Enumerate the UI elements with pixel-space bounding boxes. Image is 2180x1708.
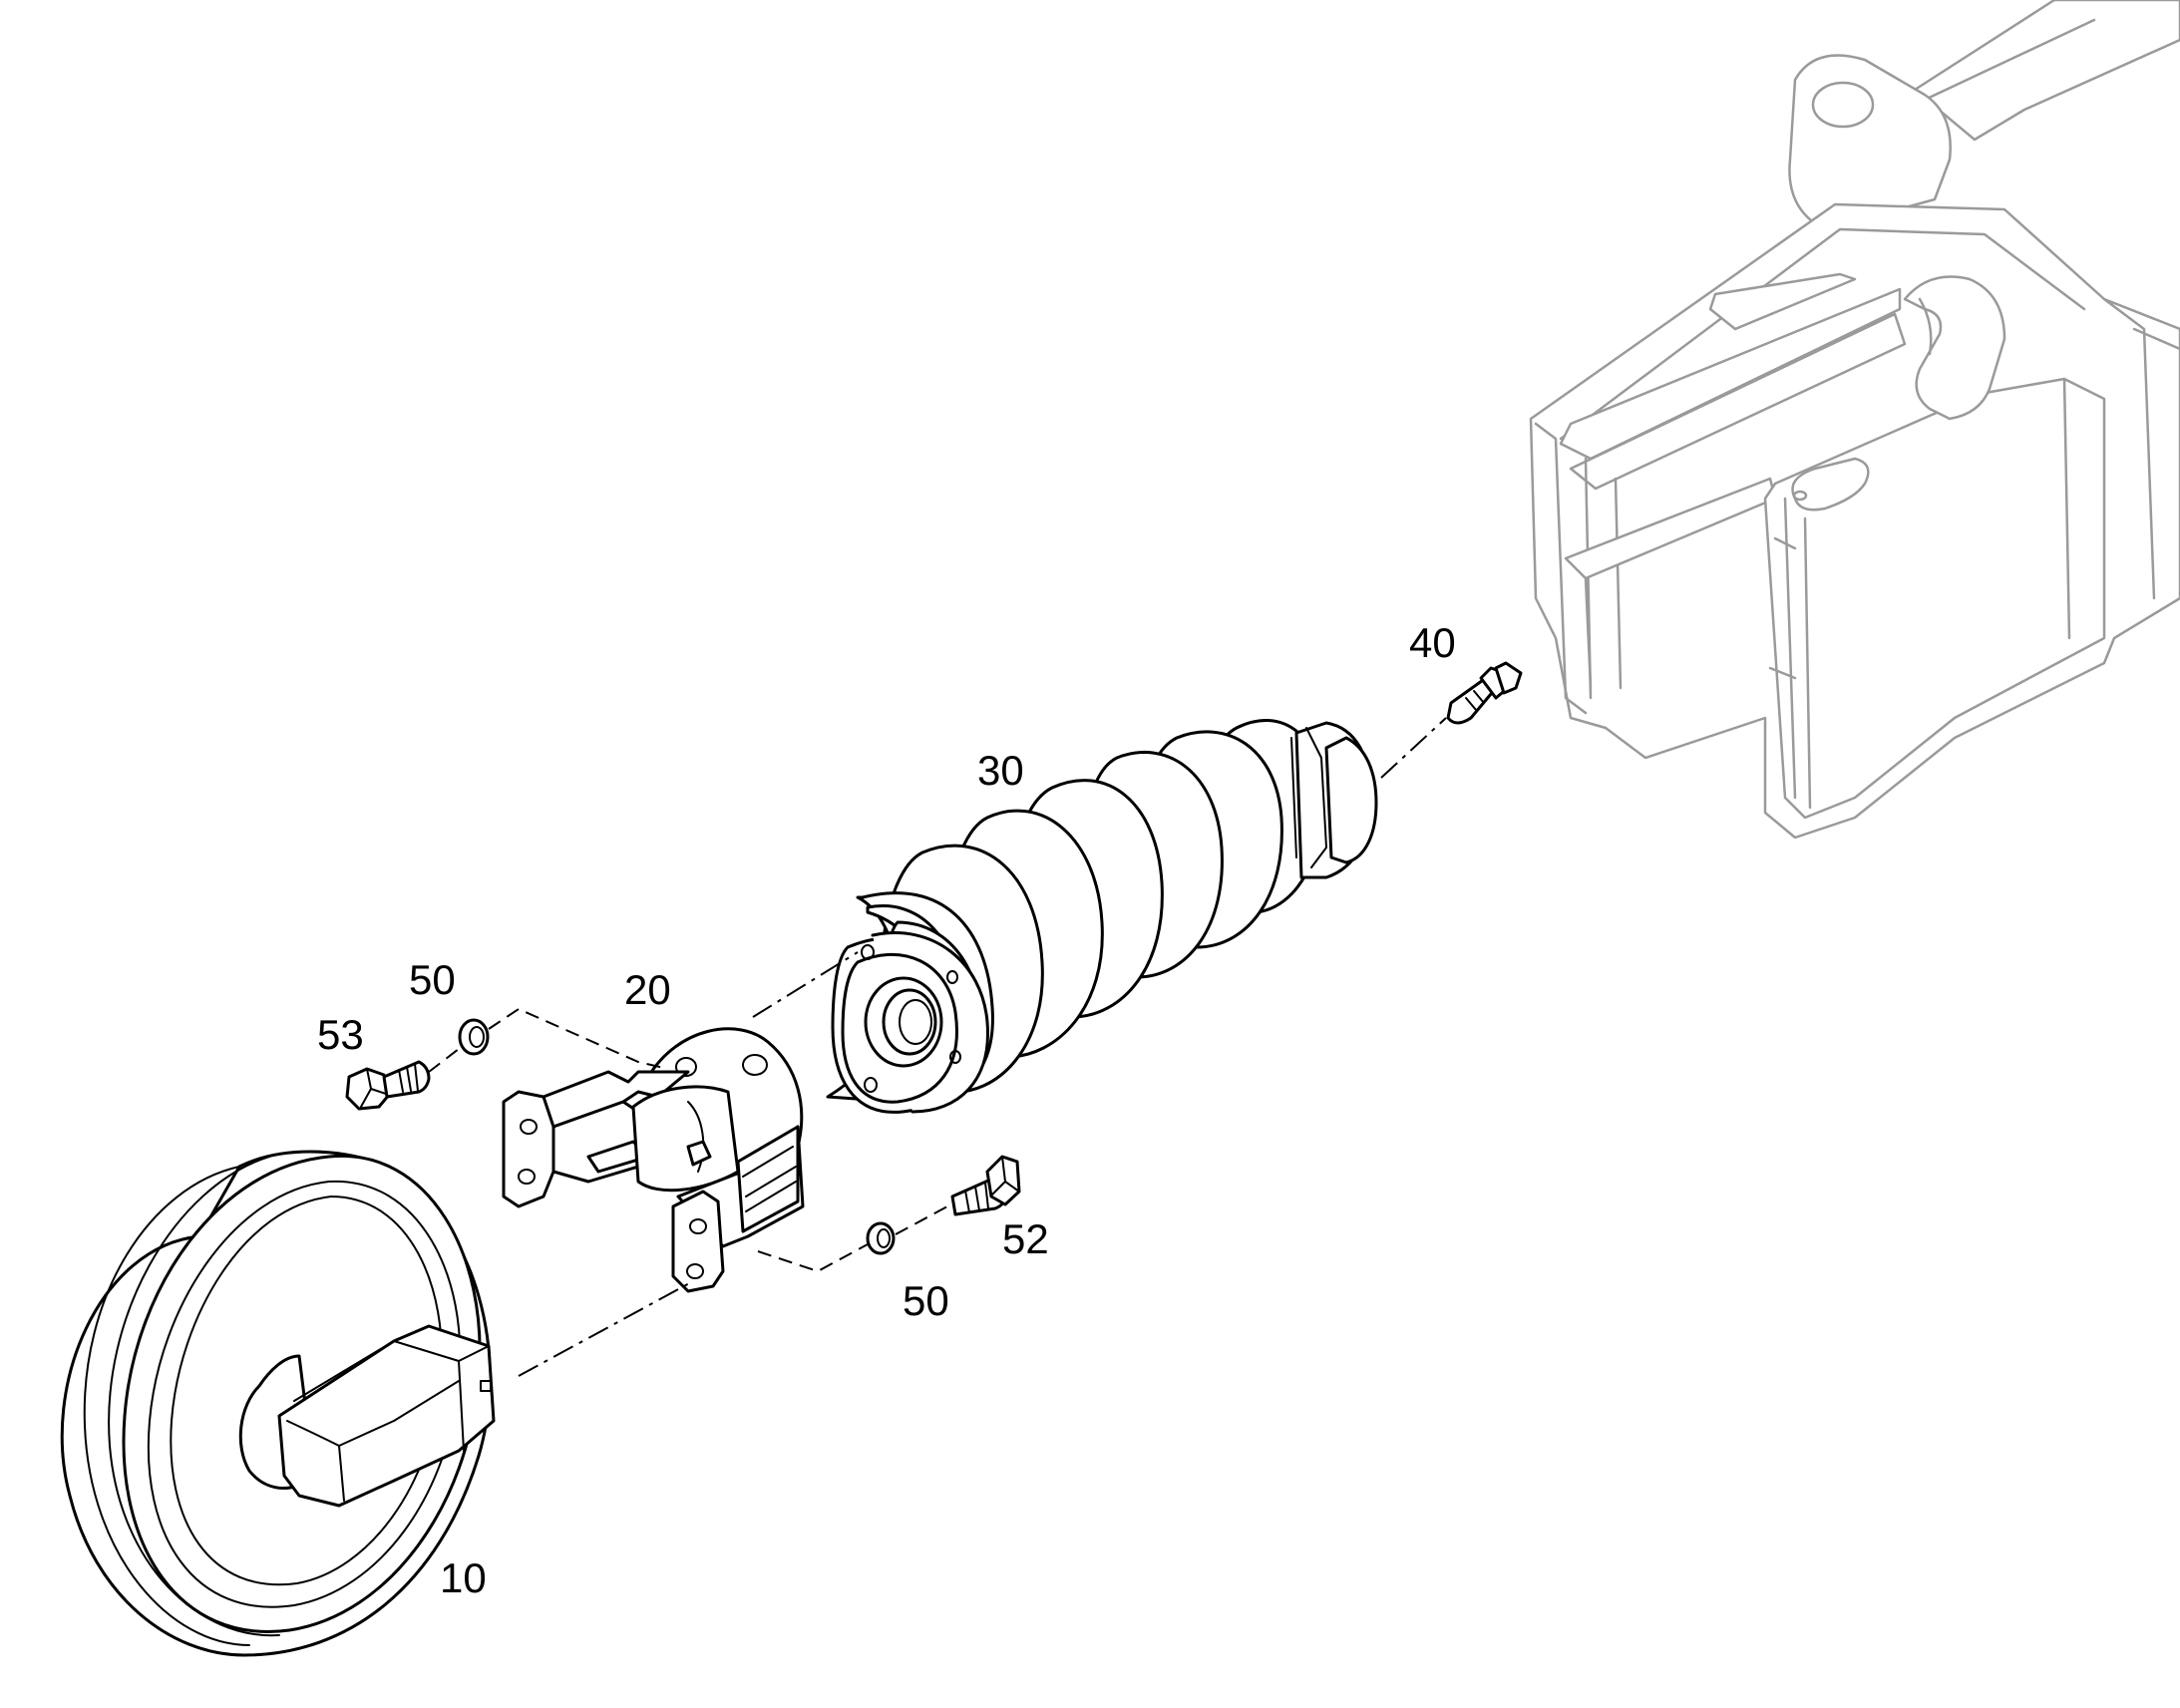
recoil-spring-assembly [826,719,1378,1114]
centerline-wheel-to-bracket [518,1280,694,1377]
callout-idler-bracket: 20 [624,966,671,1013]
callout-grease-fitting: 40 [1409,619,1456,666]
grease-fitting [1446,661,1523,725]
assembly-lines [428,717,1447,1377]
flange-hole-upper [742,1054,768,1076]
callout-washer-upper: 50 [409,956,456,1003]
right-plate-hole-bottom [686,1263,704,1279]
left-plate-hole-top [520,1119,538,1135]
idler-bracket [502,1027,805,1293]
frame-cover-bolt [1792,490,1808,502]
bolt-upper [345,1060,431,1111]
centerline-bracket-to-spring [752,951,859,1018]
callout-recoil-spring: 30 [977,747,1024,794]
idler-wheel [60,1150,496,1657]
track-frame [1529,0,2180,840]
washer-lower [866,1221,896,1255]
callout-idler-wheel: 10 [440,1554,487,1601]
leader-bracket-to-washer-bottom [757,1243,869,1273]
washer-lower-inner [877,1228,891,1248]
callout-bolt-lower: 52 [1002,1215,1049,1262]
spring-flange-hole-lower [949,1050,961,1064]
shaft-notch [480,1380,492,1392]
centerline-spring-to-fitting [1380,717,1447,779]
bolt-lower [950,1155,1021,1216]
callouts: 10 20 30 40 50 50 52 53 [317,619,1456,1601]
spring-flange-hole-bottom [864,1077,878,1093]
flange-hole-left [675,1057,697,1077]
spring-rod-bore [899,999,932,1045]
frame-access-cover [1791,457,1870,512]
leader-washer-to-bracket-top [488,1007,669,1070]
spring-flange-hole-right [946,970,958,984]
washer-upper-inner [469,1026,485,1048]
spring-flange-hole-top [861,944,875,960]
leader-washer-to-bolt52 [895,1205,948,1235]
callout-bolt-upper: 53 [317,1011,364,1058]
spring-rod-inner [882,988,937,1056]
right-plate-hole-top [689,1218,707,1234]
left-plate-hole-bottom [518,1169,536,1185]
frame-lug-hole [1811,81,1875,129]
washer-upper [458,1018,490,1056]
callout-washer-lower: 50 [903,1277,949,1324]
leader-bolt53-washer [428,1048,460,1073]
